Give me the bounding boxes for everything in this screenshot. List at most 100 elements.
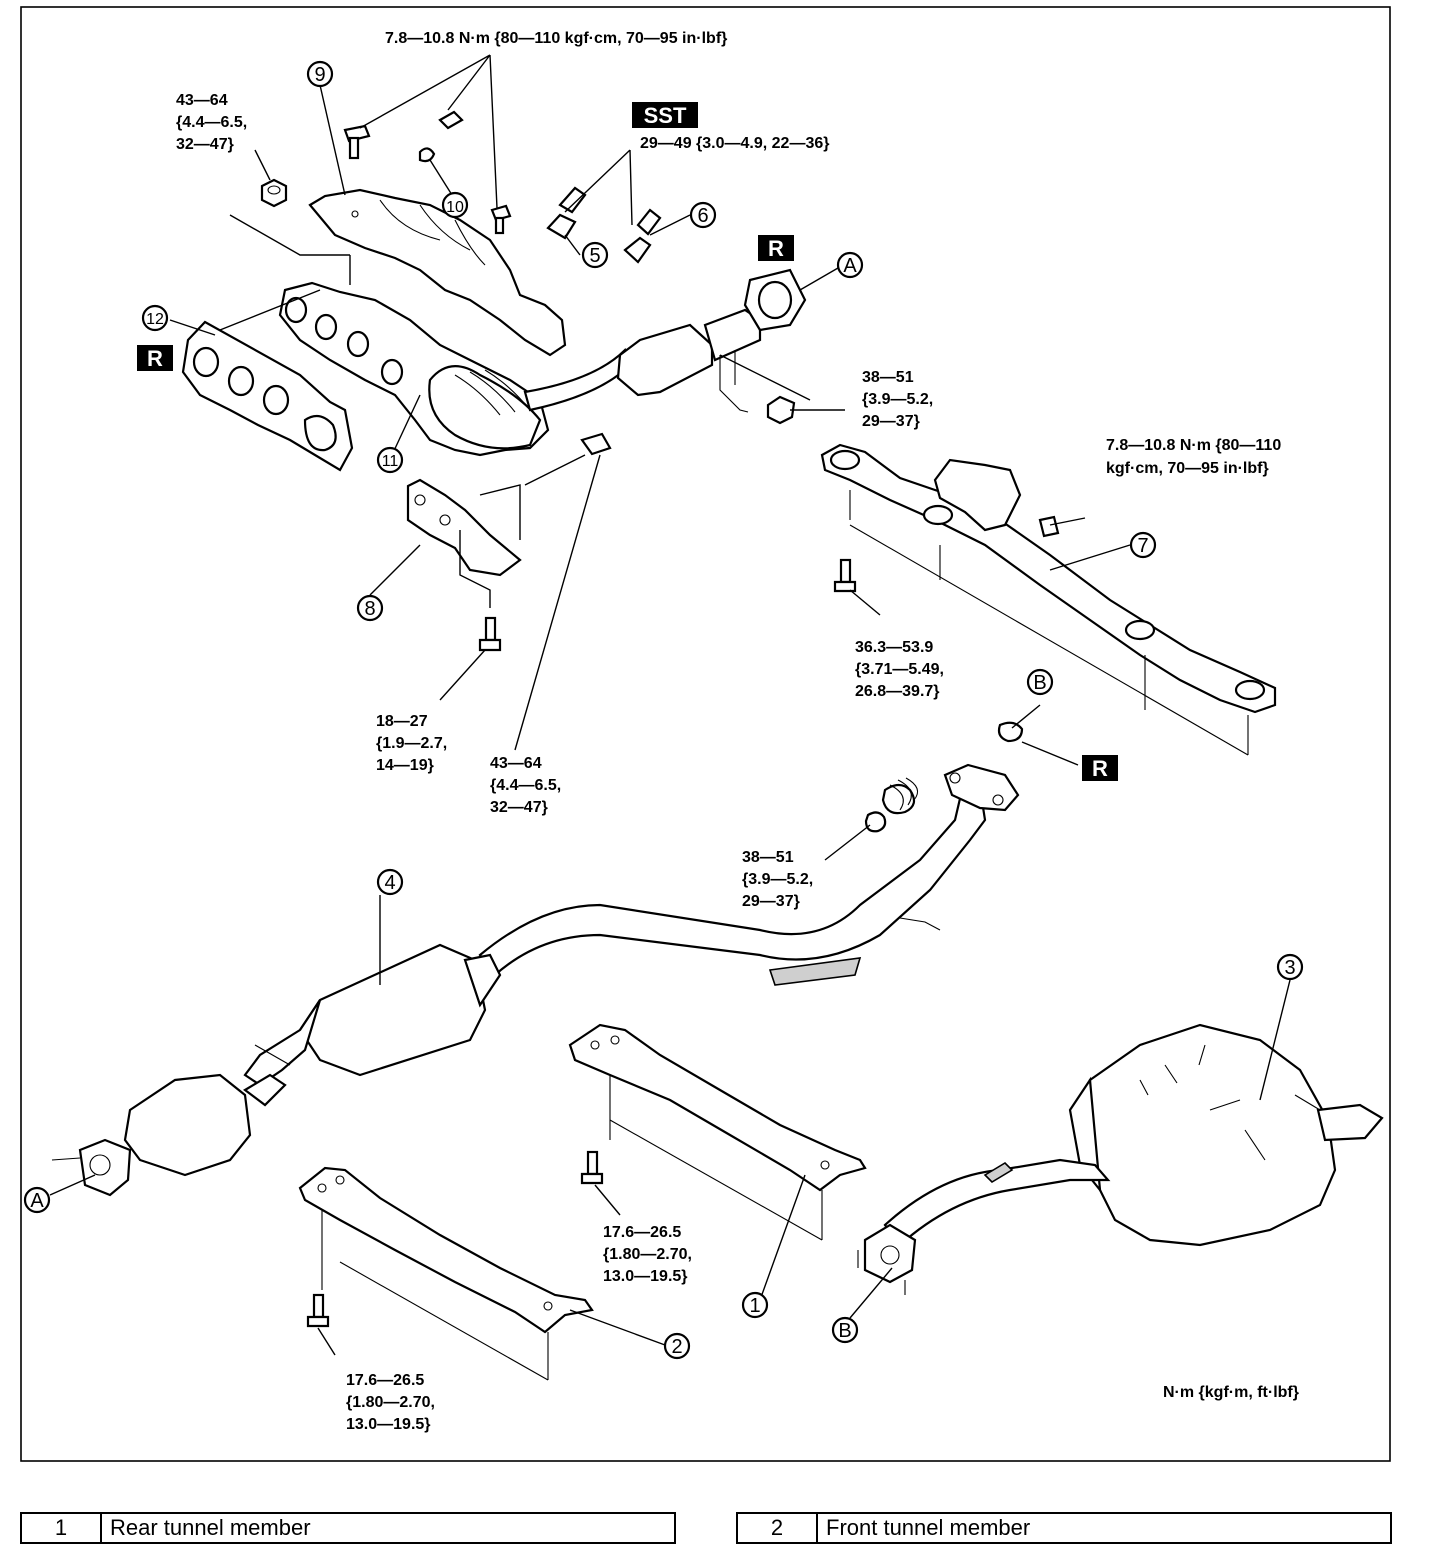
bracket bbox=[406, 478, 522, 608]
callout-10: 10 bbox=[441, 191, 469, 219]
svg-text:R: R bbox=[768, 236, 784, 261]
bolt-tunnel2 bbox=[306, 1293, 330, 1328]
diagram-frame bbox=[20, 6, 1391, 1462]
callouts: 9 10 5 6 A 12 11 8 7 B 4 3 A 1 2 B bbox=[23, 60, 1304, 1360]
torque-labels: 7.8—10.8 N·m {80—110 kgf·cm, 70—95 in·lb… bbox=[176, 30, 1299, 1433]
callout-3: 3 bbox=[1276, 953, 1304, 981]
sst-tag: SST bbox=[632, 102, 698, 128]
callout-11: 11 bbox=[376, 446, 404, 474]
svg-text:SST: SST bbox=[644, 103, 687, 128]
legend-name: Front tunnel member bbox=[826, 1515, 1031, 1540]
torque-bolt-center-2: {4.4—6.5, bbox=[490, 777, 561, 794]
torque-tunnel1-1: 17.6—26.5 bbox=[603, 1224, 681, 1241]
torque-right-1: 7.8—10.8 N·m {80—110 bbox=[1106, 437, 1281, 454]
bolt-bracket-bottom bbox=[478, 616, 502, 652]
torque-bracket-2: {1.9—2.7, bbox=[376, 735, 447, 752]
bolt-crossmember-right bbox=[1038, 515, 1060, 538]
oxygen-sensor-front bbox=[546, 186, 587, 240]
torque-nut-mid-3: 29—37} bbox=[862, 413, 920, 430]
torque-right-2: kgf·cm, 70—95 in·lbf} bbox=[1106, 460, 1269, 477]
nut-top-left bbox=[260, 178, 288, 208]
torque-bolt-center-3: 32—47} bbox=[490, 799, 548, 816]
torque-spring-3: 29—37} bbox=[742, 893, 800, 910]
middle-pipe bbox=[51, 763, 1020, 1197]
front-catalyst-pipe bbox=[523, 268, 807, 413]
legend-number: 1 bbox=[22, 1514, 102, 1542]
callout-6: 6 bbox=[689, 201, 717, 229]
callout-8: 8 bbox=[356, 594, 384, 622]
svg-text:1: 1 bbox=[749, 1295, 760, 1317]
rear-tunnel-member bbox=[568, 1023, 867, 1241]
svg-text:B: B bbox=[838, 1320, 851, 1342]
torque-nut-top-left-1: 43—64 bbox=[176, 92, 228, 109]
svg-text:12: 12 bbox=[146, 311, 164, 328]
torque-crossmember-3: 26.8—39.7} bbox=[855, 683, 940, 700]
svg-text:A: A bbox=[30, 1190, 44, 1212]
callout-7: 7 bbox=[1129, 531, 1157, 559]
callout-5: 5 bbox=[581, 241, 609, 269]
callout-12: 12 bbox=[141, 304, 169, 332]
svg-text:3: 3 bbox=[1284, 957, 1295, 979]
torque-tunnel2-3: 13.0—19.5} bbox=[346, 1416, 431, 1433]
torque-sst: 29—49 {3.0—4.9, 22—36} bbox=[640, 135, 829, 152]
main-silencer bbox=[857, 1023, 1384, 1295]
svg-text:7: 7 bbox=[1137, 535, 1148, 557]
svg-text:R: R bbox=[1092, 756, 1108, 781]
svg-text:11: 11 bbox=[382, 453, 399, 470]
torque-tunnel1-3: 13.0—19.5} bbox=[603, 1268, 688, 1285]
legend-item-1: 1 Rear tunnel member bbox=[20, 1512, 676, 1544]
torque-spring-1: 38—51 bbox=[742, 849, 794, 866]
torque-nut-mid-1: 38—51 bbox=[862, 369, 914, 386]
front-tunnel-member bbox=[298, 1166, 594, 1381]
svg-text:6: 6 bbox=[697, 205, 708, 227]
torque-tunnel1-2: {1.80—2.70, bbox=[603, 1246, 692, 1263]
torque-crossmember-2: {3.71—5.49, bbox=[855, 661, 944, 678]
bolt-bracket-top bbox=[580, 432, 612, 456]
callout-b-top: B bbox=[1026, 668, 1054, 696]
svg-text:B: B bbox=[1033, 672, 1046, 694]
torque-tunnel2-2: {1.80—2.70, bbox=[346, 1394, 435, 1411]
callout-1: 1 bbox=[741, 1291, 769, 1319]
bolt-tunnel1 bbox=[580, 1150, 604, 1185]
callout-b-bottom: B bbox=[831, 1316, 859, 1344]
bolt-group-top bbox=[343, 110, 512, 235]
svg-text:4: 4 bbox=[384, 872, 395, 894]
legend-number: 2 bbox=[738, 1514, 818, 1542]
bolt-crossmember bbox=[833, 558, 857, 593]
torque-spring-2: {3.9—5.2, bbox=[742, 871, 813, 888]
svg-text:A: A bbox=[843, 255, 857, 277]
r-tag-gasket: R bbox=[137, 345, 173, 371]
exhaust-manifold bbox=[278, 281, 550, 457]
callout-9: 9 bbox=[306, 60, 334, 88]
torque-crossmember-1: 36.3—53.9 bbox=[855, 639, 933, 656]
torque-bracket-1: 18—27 bbox=[376, 713, 428, 730]
svg-text:9: 9 bbox=[314, 64, 325, 86]
callout-2: 2 bbox=[663, 1332, 691, 1360]
legend-name: Rear tunnel member bbox=[110, 1515, 311, 1540]
manifold-gasket bbox=[181, 320, 354, 472]
callout-a-bottom: A bbox=[23, 1186, 51, 1214]
units-note: N·m {kgf·m, ft·lbf} bbox=[1163, 1384, 1299, 1401]
spring-and-nut bbox=[864, 721, 1024, 833]
heat-insulator bbox=[308, 188, 567, 357]
crossmember bbox=[820, 443, 1277, 756]
svg-text:5: 5 bbox=[589, 245, 600, 267]
legend-item-2: 2 Front tunnel member bbox=[736, 1512, 1392, 1544]
r-tag-flange: R bbox=[758, 235, 794, 261]
nut-mid bbox=[766, 395, 796, 425]
callout-4: 4 bbox=[376, 868, 404, 896]
exhaust-system-diagram: 7.8—10.8 N·m {80—110 kgf·cm, 70—95 in·lb… bbox=[20, 6, 1391, 1462]
callout-a-top: A bbox=[836, 251, 864, 279]
r-tag-ring: R bbox=[1082, 755, 1118, 781]
svg-text:R: R bbox=[147, 346, 163, 371]
torque-bolt-center-1: 43—64 bbox=[490, 755, 542, 772]
torque-nut-top-left-3: 32—47} bbox=[176, 136, 234, 153]
torque-nut-top-left-2: {4.4—6.5, bbox=[176, 114, 247, 131]
torque-tunnel2-1: 17.6—26.5 bbox=[346, 1372, 424, 1389]
torque-bracket-3: 14—19} bbox=[376, 757, 434, 774]
svg-text:10: 10 bbox=[446, 199, 464, 216]
svg-text:2: 2 bbox=[671, 1336, 682, 1358]
torque-top: 7.8—10.8 N·m {80—110 kgf·cm, 70—95 in·lb… bbox=[385, 30, 727, 47]
oxygen-sensor-rear bbox=[623, 208, 662, 264]
torque-nut-mid-2: {3.9—5.2, bbox=[862, 391, 933, 408]
